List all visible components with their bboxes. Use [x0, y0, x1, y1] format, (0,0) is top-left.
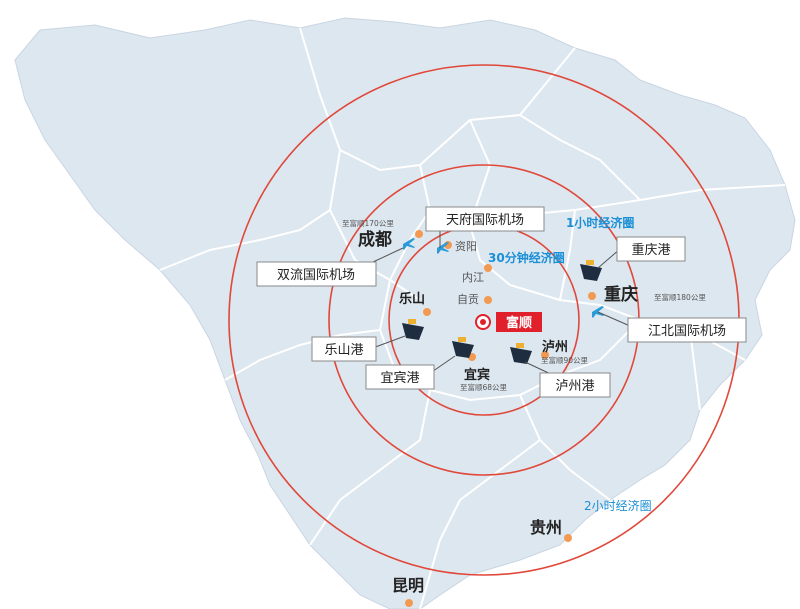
ring-label-2hour: 2小时经济圈 — [584, 498, 652, 513]
callout-box — [365, 364, 435, 390]
city-kunming: 昆明 — [392, 576, 424, 595]
callout-box — [256, 261, 377, 287]
callout-jiangbei-airport: 江北国际机场 — [648, 324, 726, 339]
callout-luzhou-port: 泸州港 — [555, 379, 594, 394]
center-marker: 富顺 — [475, 312, 542, 332]
distance-chengdu: 至富顺170公里 — [342, 218, 394, 228]
distance-luzhou: 至富顺90公里 — [541, 355, 589, 365]
center-name: 富顺 — [506, 315, 532, 331]
ring-label-30min: 30分钟经济圈 — [488, 250, 565, 265]
callout-box — [627, 317, 747, 343]
city-zigong: 自贡 — [457, 293, 479, 306]
city-leshan: 乐山 — [399, 291, 425, 307]
city-chongqing: 重庆 — [604, 284, 638, 305]
city-guizhou: 贵州 — [530, 518, 562, 537]
callout-box — [425, 206, 545, 232]
distance-chongqing: 至富顺180公里 — [654, 292, 706, 302]
ship-icon — [452, 337, 474, 358]
ring-label-1hour: 1小时经济圈 — [566, 215, 634, 230]
callout-chongqing-port: 重庆港 — [631, 242, 670, 258]
city-yibin: 宜宾 — [464, 367, 490, 383]
city-luzhou: 泸州 — [542, 339, 568, 355]
callout-yibin-port: 宜宾港 — [380, 370, 419, 386]
airplane-icon — [437, 242, 449, 254]
callout-shuangliu-airport: 双流国际机场 — [277, 268, 355, 283]
region-landmass — [14, 17, 796, 609]
city-dots — [405, 230, 596, 607]
distance-yibin: 至富顺68公里 — [460, 382, 508, 392]
city-neijiang: 内江 — [462, 270, 484, 284]
city-chengdu: 成都 — [358, 229, 392, 250]
airplane-icon — [403, 238, 415, 250]
ship-icon — [580, 260, 602, 281]
ship-icon — [402, 319, 424, 340]
callout-tianfu-airport: 天府国际机场 — [446, 213, 524, 228]
callout-box — [539, 372, 611, 398]
callout-box — [311, 336, 377, 362]
ship-icon — [510, 343, 532, 364]
city-ziyang: 资阳 — [455, 240, 477, 253]
callout-leshan-port: 乐山港 — [324, 343, 363, 358]
callout-box — [616, 236, 686, 262]
